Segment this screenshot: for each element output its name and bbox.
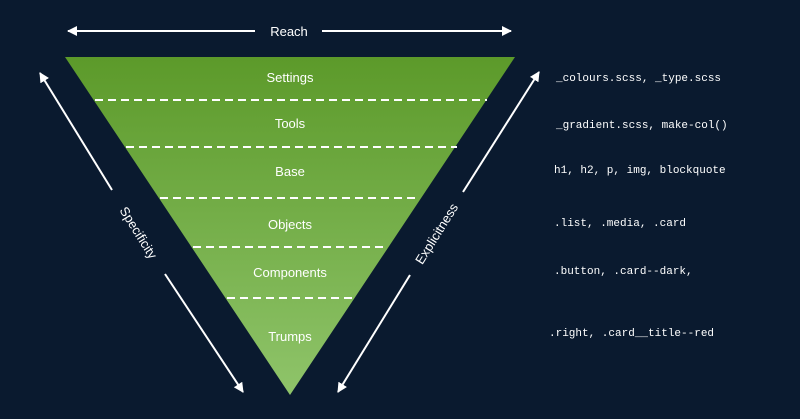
inverted-triangle [65,57,515,395]
reach-label: Reach [270,24,308,39]
layer-label-tools: Tools [275,116,306,131]
explicitness-arrow-down [337,274,411,393]
specificity-arrow-down [164,273,244,393]
example-trumps: .right, .card__title--red [549,328,714,340]
layer-label-objects: Objects [268,217,313,232]
layer-label-trumps: Trumps [268,329,312,344]
specificity-label: Specificity [117,204,161,262]
example-components: .button, .card--dark, [554,266,693,278]
layer-label-components: Components [253,265,327,280]
layer-label-base: Base [275,164,305,179]
layer-label-settings: Settings [267,70,314,85]
example-base: h1, h2, p, img, blockquote [554,165,726,177]
example-tools: _gradient.scss, make-col() [555,120,728,132]
specificity-arrow-up [39,72,113,191]
example-settings: _colours.scss, _type.scss [555,73,721,85]
explicitness-label: Explicitness [412,200,461,267]
example-objects: .list, .media, .card [554,218,686,230]
explicitness-arrow-up [462,71,540,193]
